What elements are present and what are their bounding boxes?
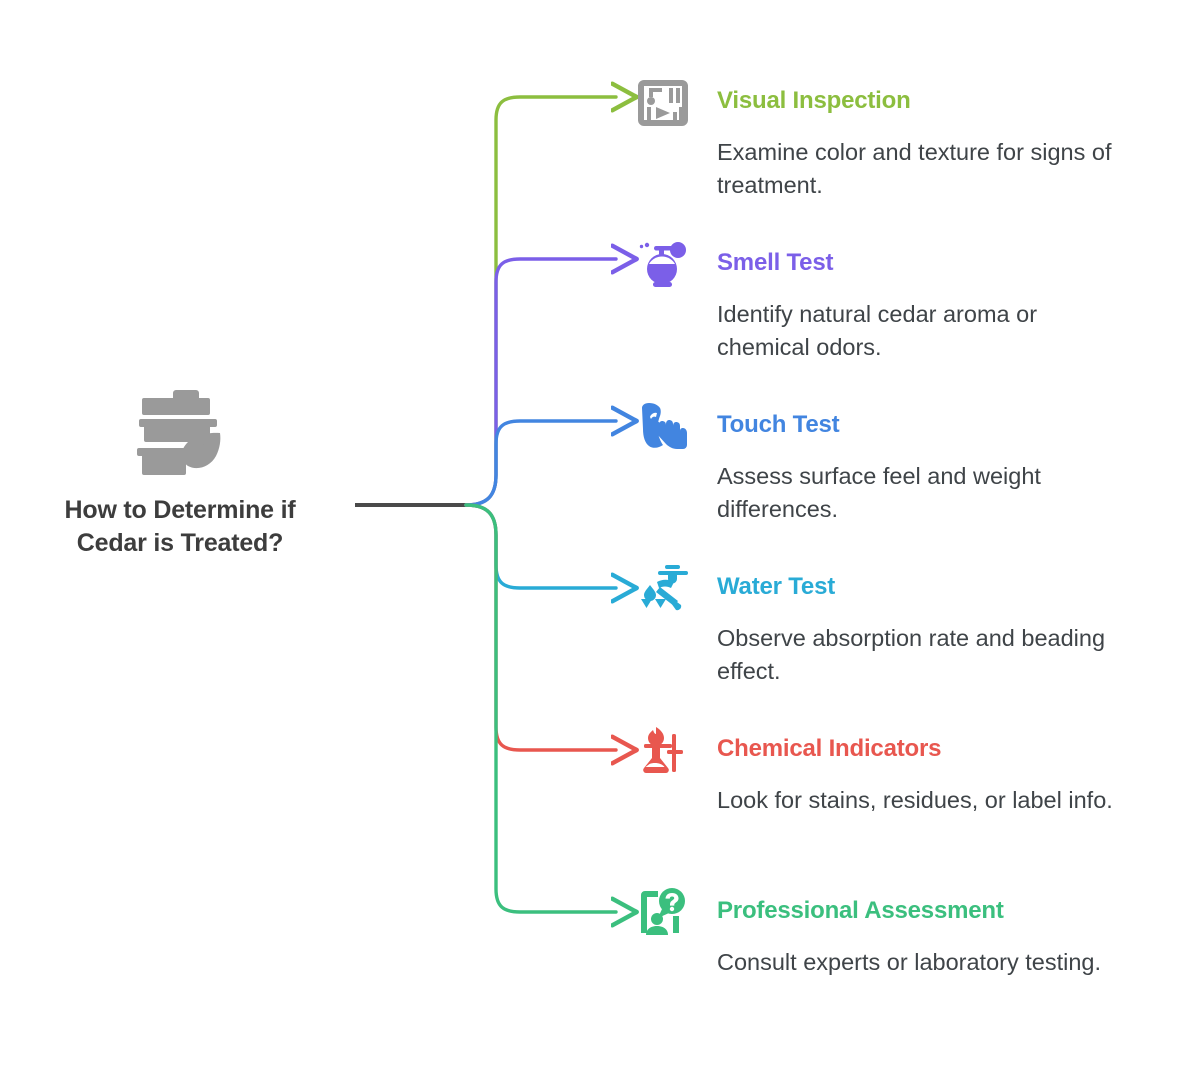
connector-touch-test [464, 421, 616, 507]
stacked-wood-planks-leaf-icon [137, 390, 221, 475]
watering-droplets-icon [641, 565, 688, 611]
branch-title: Touch Test [717, 411, 840, 438]
branch-title: Professional Assessment [717, 897, 1004, 924]
branch-visual-inspection[interactable]: Visual Inspection Examine color and text… [636, 76, 1116, 203]
branch-header: Water Test [636, 562, 1116, 616]
root-node[interactable]: How to Determine if Cedar is Treated? [40, 388, 320, 560]
connector-smell-test [464, 259, 616, 507]
branch-header: Visual Inspection [636, 76, 1116, 130]
connector-water-test [464, 503, 616, 588]
branch-header: Touch Test [636, 400, 1116, 454]
connector-chemical-indicators [464, 503, 616, 750]
branch-description: Examine color and texture for signs of t… [717, 139, 1112, 199]
branch-description: Observe absorption rate and beading effe… [717, 625, 1106, 685]
connector-professional-assessment [464, 503, 616, 912]
connector-visual-inspection [464, 97, 616, 507]
branch-title: Visual Inspection [717, 87, 911, 114]
branch-chemical-indicators[interactable]: Chemical Indicators Look for stains, res… [636, 724, 1116, 817]
hand-touch-icon [642, 403, 687, 449]
branch-title: Water Test [717, 573, 836, 600]
burning-flask-icon [643, 727, 683, 774]
inspection-grid-icon [638, 80, 688, 126]
branch-header: Professional Assessment [636, 886, 1116, 940]
branch-header: Chemical Indicators [636, 724, 1116, 778]
branch-header: Smell Test [636, 238, 1116, 292]
perfume-atomizer-icon [639, 242, 686, 287]
branch-description: Assess surface feel and weight differenc… [717, 463, 1041, 523]
branch-description: Identify natural cedar aroma or chemical… [717, 301, 1038, 361]
branch-description: Look for stains, residues, or label info… [717, 787, 1113, 813]
branch-professional-assessment[interactable]: Professional Assessment Consult experts … [636, 886, 1116, 979]
branch-touch-test[interactable]: Touch Test Assess surface feel and weigh… [636, 400, 1116, 527]
page-title: How to Determine if Cedar is Treated? [64, 496, 296, 557]
branch-description: Consult experts or laboratory testing. [717, 949, 1102, 975]
branch-water-test[interactable]: Water Test Observe absorption rate and b… [636, 562, 1116, 689]
branch-smell-test[interactable]: Smell Test Identify natural cedar aroma … [636, 238, 1116, 365]
person-question-bubble-icon [641, 888, 685, 935]
branch-title: Smell Test [717, 249, 834, 276]
branch-title: Chemical Indicators [717, 735, 942, 762]
